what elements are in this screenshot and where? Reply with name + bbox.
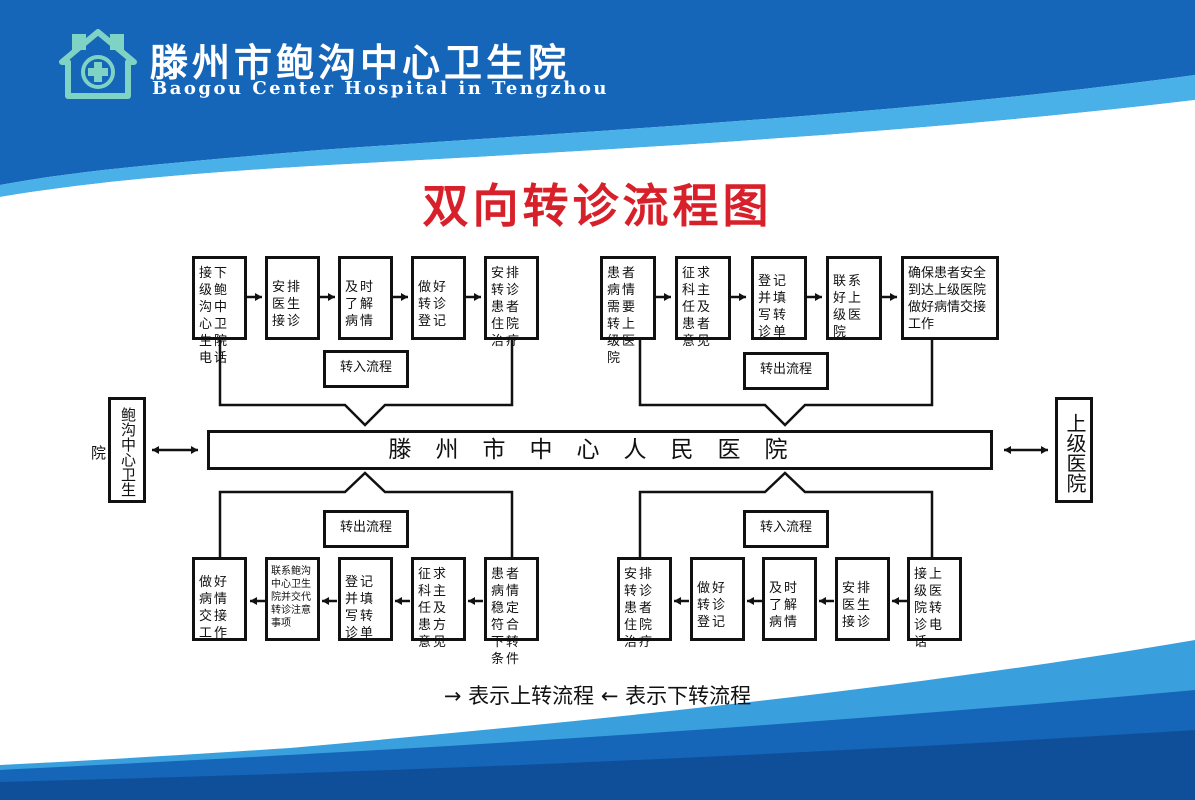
bl-step-3: 登记并填写转诊单 — [338, 557, 393, 641]
tr-step-3: 登记并填写转诊单 — [751, 256, 807, 340]
bl-step-5: 患者病情稳定符合下转条件 — [484, 557, 539, 667]
bl-process-label: 转出流程 — [323, 510, 409, 548]
tl-step-5: 安排转诊患者住院治疗 — [484, 256, 539, 349]
tl-step-3: 及时了解病情 — [338, 256, 393, 340]
tr-step-1: 患者病情需要转上级医院 — [600, 256, 656, 366]
left-node-baogou: 鲍沟中心卫生院 — [89, 397, 146, 503]
legend-up-text: 表示上转流程 — [468, 684, 595, 708]
hospital-cross-logo-icon — [59, 29, 137, 99]
br-step-3: 及时了解病情 — [762, 557, 817, 641]
bl-step-4: 征求科主任及患方意见 — [411, 557, 466, 650]
center-hospital-bar: 滕州市中心人民医院 — [207, 430, 993, 470]
legend-up-arrow: → — [443, 684, 462, 708]
tl-process-label: 转入流程 — [323, 350, 409, 388]
legend-down-text: 表示下转流程 — [625, 684, 752, 708]
page-title: 双向转诊流程图 — [422, 179, 773, 233]
legend: → 表示上转流程 ← 表示下转流程 — [0, 680, 1195, 710]
br-step-5: 接上级医院转诊电话 — [907, 557, 962, 650]
hospital-name-en: Baogou Center Hospital in Tengzhou — [152, 78, 609, 99]
br-step-1: 安排转诊患者住院治疗 — [617, 557, 672, 650]
br-step-4: 安排医生接诊 — [835, 557, 890, 641]
tr-process-label: 转出流程 — [743, 352, 829, 390]
bl-step-2: 联系鲍沟中心卫生院并交代转诊注意事项 — [265, 557, 320, 641]
legend-down-arrow: ← — [600, 684, 619, 708]
tl-step-4: 做好转诊登记 — [411, 256, 466, 340]
tl-step-1: 接下级鲍沟中心卫生院电话 — [192, 256, 247, 366]
tr-step-2: 征求科主任及患者意见 — [675, 256, 731, 349]
tr-step-4: 联系好上级医院 — [826, 256, 882, 340]
br-process-label: 转入流程 — [743, 510, 829, 548]
br-step-2: 做好转诊登记 — [690, 557, 745, 641]
hospital-name-cn: 滕州市鲍沟中心卫生院 — [150, 40, 571, 85]
tr-step-5: 确保患者安全到达上级医院做好病情交接工作 — [901, 256, 999, 340]
bl-step-1: 做好病情交接工作 — [192, 557, 247, 641]
right-node-superior-hospital: 上级医院 — [1055, 397, 1093, 503]
tl-step-2: 安排医生接诊 — [265, 256, 320, 340]
